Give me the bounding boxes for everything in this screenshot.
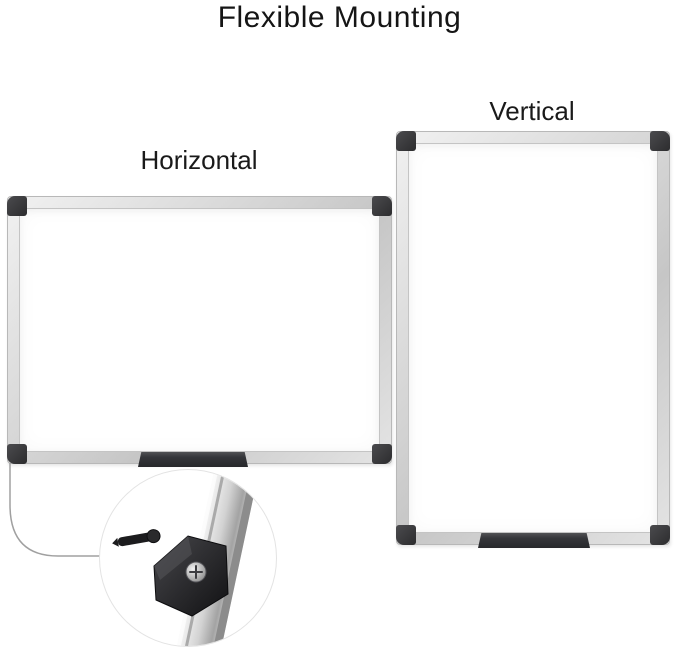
vertical-whiteboard	[396, 131, 670, 545]
whiteboard-surface	[19, 208, 380, 452]
corner-cap-icon	[396, 525, 416, 545]
corner-cap-icon	[396, 131, 416, 151]
horizontal-whiteboard	[7, 196, 392, 464]
screw-icon	[185, 561, 207, 583]
wall-anchor-icon	[112, 529, 161, 547]
whiteboard-surface	[408, 143, 658, 533]
vertical-label: Vertical	[489, 96, 575, 126]
corner-cap-icon	[7, 444, 27, 464]
horizontal-label: Horizontal	[140, 145, 258, 175]
marker-tray	[478, 533, 590, 548]
page-title: Flexible Mounting	[217, 1, 462, 34]
corner-cap-icon	[650, 525, 670, 545]
mounting-hardware-illustration	[112, 470, 263, 646]
corner-cap-icon	[650, 131, 670, 151]
corner-cap-icon	[372, 444, 392, 464]
detail-zoom-circle	[99, 469, 277, 647]
marker-tray	[138, 452, 248, 467]
corner-cap-icon	[7, 196, 27, 216]
corner-cap-icon	[372, 196, 392, 216]
leader-line	[9, 463, 100, 557]
